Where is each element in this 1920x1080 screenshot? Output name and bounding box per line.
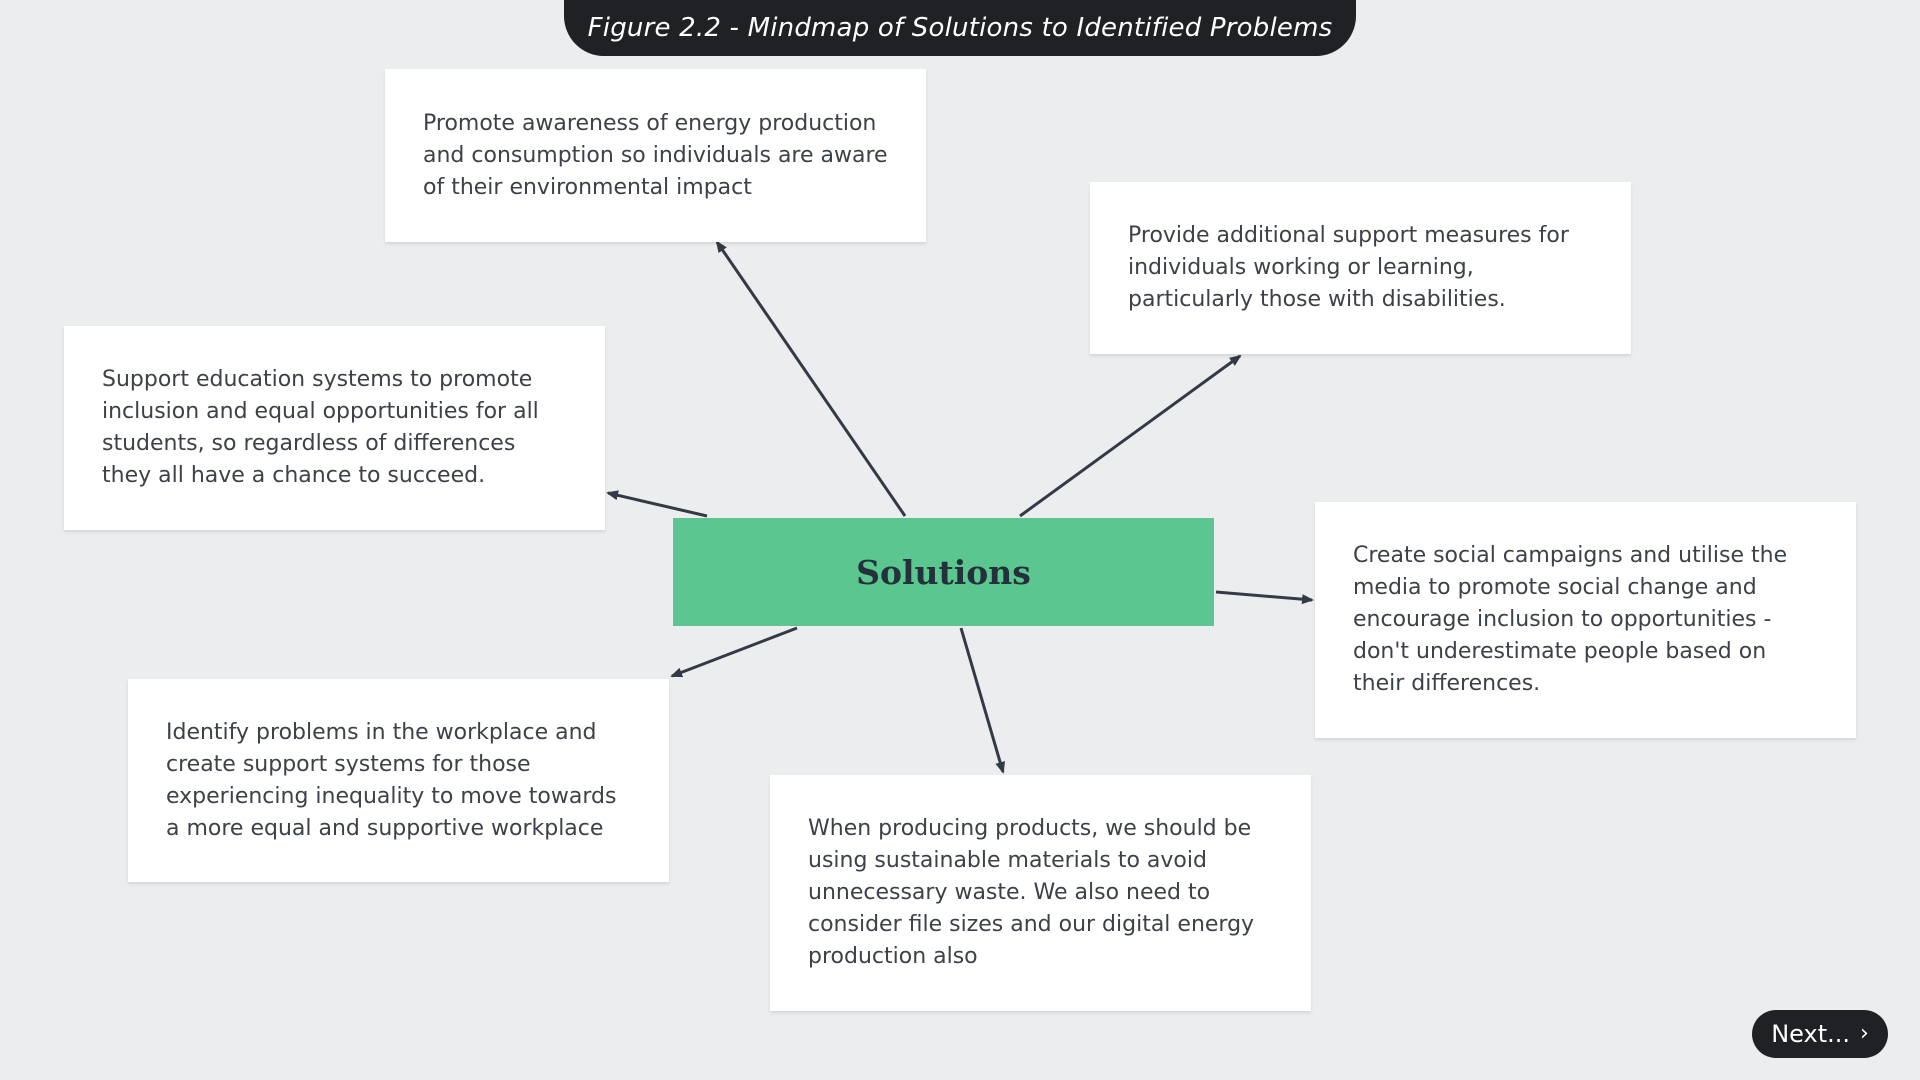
- node-awareness-text: Promote awareness of energy production a…: [423, 110, 888, 200]
- node-sustainable-text: When producing products, we should be us…: [808, 816, 1255, 969]
- figure-title: Figure 2.2 - Mindmap of Solutions to Ide…: [564, 0, 1356, 56]
- connector-support: [1019, 354, 1242, 518]
- connector-awareness: [715, 240, 907, 517]
- node-awareness: Promote awareness of energy production a…: [385, 69, 926, 242]
- node-education-text: Support education systems to promote inc…: [102, 367, 539, 488]
- chevron-right-icon: ›: [1859, 1021, 1869, 1046]
- node-workplace: Identify problems in the workplace and c…: [128, 679, 669, 882]
- node-sustainable: When producing products, we should be us…: [770, 775, 1311, 1011]
- connector-education: [606, 490, 708, 518]
- connector-campaigns: [1215, 590, 1314, 605]
- node-campaigns-text: Create social campaigns and utilise the …: [1353, 543, 1788, 696]
- center-node: Solutions: [673, 518, 1214, 626]
- node-workplace-text: Identify problems in the workplace and c…: [166, 719, 617, 841]
- node-campaigns: Create social campaigns and utilise the …: [1315, 502, 1856, 738]
- node-support-text: Provide additional support measures for …: [1128, 223, 1569, 312]
- node-education: Support education systems to promote inc…: [64, 326, 605, 530]
- next-button[interactable]: Next... ›: [1752, 1010, 1888, 1058]
- connector-workplace: [670, 626, 798, 678]
- next-button-label: Next...: [1771, 1020, 1850, 1048]
- node-support: Provide additional support measures for …: [1090, 182, 1631, 354]
- connector-sustainable: [959, 627, 1005, 774]
- center-node-label: Solutions: [856, 552, 1031, 592]
